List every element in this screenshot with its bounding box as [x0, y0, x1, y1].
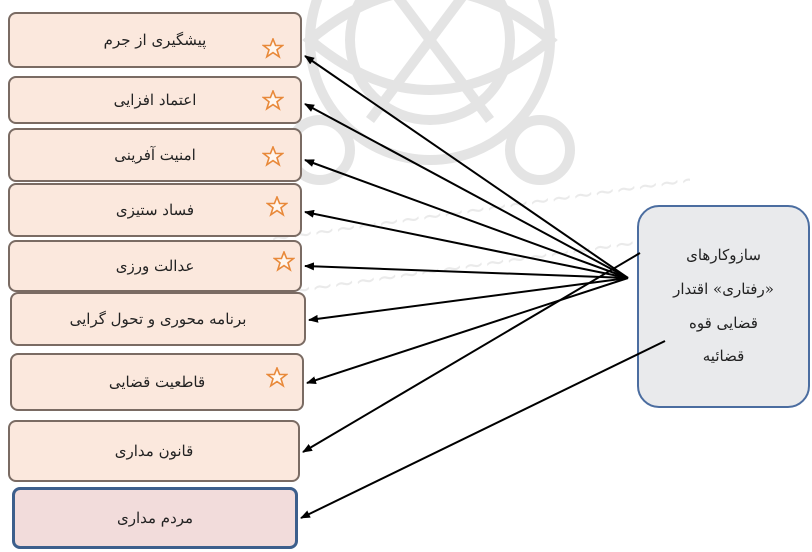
box-anti-corruption: فساد ستیزی	[8, 183, 302, 237]
box-program-orientation: برنامه محوری و تحول گرایی	[10, 292, 306, 346]
star-outline-icon	[262, 90, 284, 111]
box-rule-of-law: قانون مداری	[8, 420, 300, 482]
box-judicial-decisiveness: قاطعیت قضایی	[10, 353, 304, 411]
star-outline-icon	[262, 38, 284, 59]
box-label: برنامه محوری و تحول گرایی	[69, 310, 247, 328]
mechanism-box: سازوکارهای «رفتاری» اقتدار قضایی قوه قضا…	[637, 205, 810, 408]
star-outline-icon	[266, 196, 288, 217]
star-outline-icon	[273, 251, 295, 272]
box-label: عدالت ورزی	[115, 257, 195, 275]
box-label: پیشگیری از جرم	[103, 31, 207, 49]
mechanism-label: سازوکارهای «رفتاری» اقتدار قضایی قوه قضا…	[673, 246, 774, 366]
box-label: اعتماد افزایی	[113, 91, 197, 109]
box-label: فساد ستیزی	[115, 201, 195, 219]
box-label: مردم مداری	[116, 509, 194, 527]
box-label: امنیت آفرینی	[114, 146, 196, 164]
box-people-orientation: مردم مداری	[12, 487, 298, 549]
star-outline-icon	[266, 367, 288, 388]
box-security-creation: امنیت آفرینی	[8, 128, 302, 182]
box-label: قاطعیت قضایی	[108, 373, 206, 391]
star-outline-icon	[262, 146, 284, 167]
box-crime-prevention: پیشگیری از جرم	[8, 12, 302, 68]
arrow-to-people-orientation	[300, 340, 666, 519]
box-justice: عدالت ورزی	[8, 240, 302, 292]
box-trust-building: اعتماد افزایی	[8, 76, 302, 124]
box-label: قانون مداری	[114, 442, 194, 460]
